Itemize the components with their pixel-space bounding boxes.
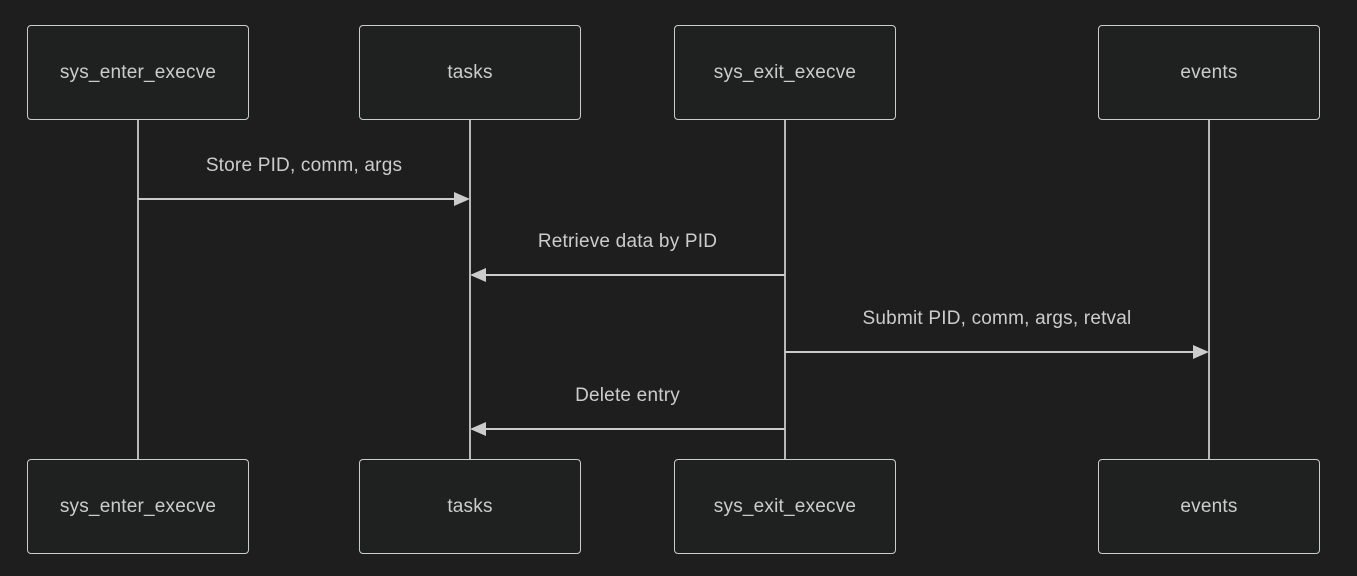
message-label-2: Submit PID, comm, args, retval [862, 308, 1132, 329]
message-line-3 [484, 428, 785, 430]
actor-top-box-sys_exit_execve: sys_exit_execve [674, 25, 896, 120]
arrowhead-right-icon [1193, 345, 1209, 359]
message-label-0: Store PID, comm, args [205, 155, 403, 176]
lifeline-sys_exit_execve [784, 120, 786, 459]
message-line-0 [138, 198, 456, 200]
actor-label: events [1180, 61, 1238, 83]
actor-label: tasks [447, 61, 493, 83]
actor-label: events [1180, 495, 1238, 517]
actor-top-box-events: events [1098, 25, 1320, 120]
message-label-3: Delete entry [575, 385, 680, 406]
message-line-1 [484, 274, 785, 276]
actor-label: tasks [447, 495, 493, 517]
actor-label: sys_enter_execve [59, 495, 217, 517]
message-label-1: Retrieve data by PID [537, 231, 718, 252]
lifeline-tasks [469, 120, 471, 459]
arrowhead-right-icon [454, 192, 470, 206]
actor-top-box-tasks: tasks [359, 25, 581, 120]
actor-bottom-box-sys_exit_execve: sys_exit_execve [674, 459, 896, 554]
actor-bottom-box-tasks: tasks [359, 459, 581, 554]
message-line-2 [785, 351, 1195, 353]
actor-top-box-sys_enter_execve: sys_enter_execve [27, 25, 249, 120]
arrowhead-left-icon [470, 268, 486, 282]
actor-label: sys_exit_execve [713, 495, 857, 517]
lifeline-events [1208, 120, 1210, 459]
actor-bottom-box-events: events [1098, 459, 1320, 554]
actor-bottom-box-sys_enter_execve: sys_enter_execve [27, 459, 249, 554]
actor-label: sys_exit_execve [713, 61, 857, 83]
actor-label: sys_enter_execve [59, 61, 217, 83]
lifeline-sys_enter_execve [137, 120, 139, 459]
arrowhead-left-icon [470, 422, 486, 436]
